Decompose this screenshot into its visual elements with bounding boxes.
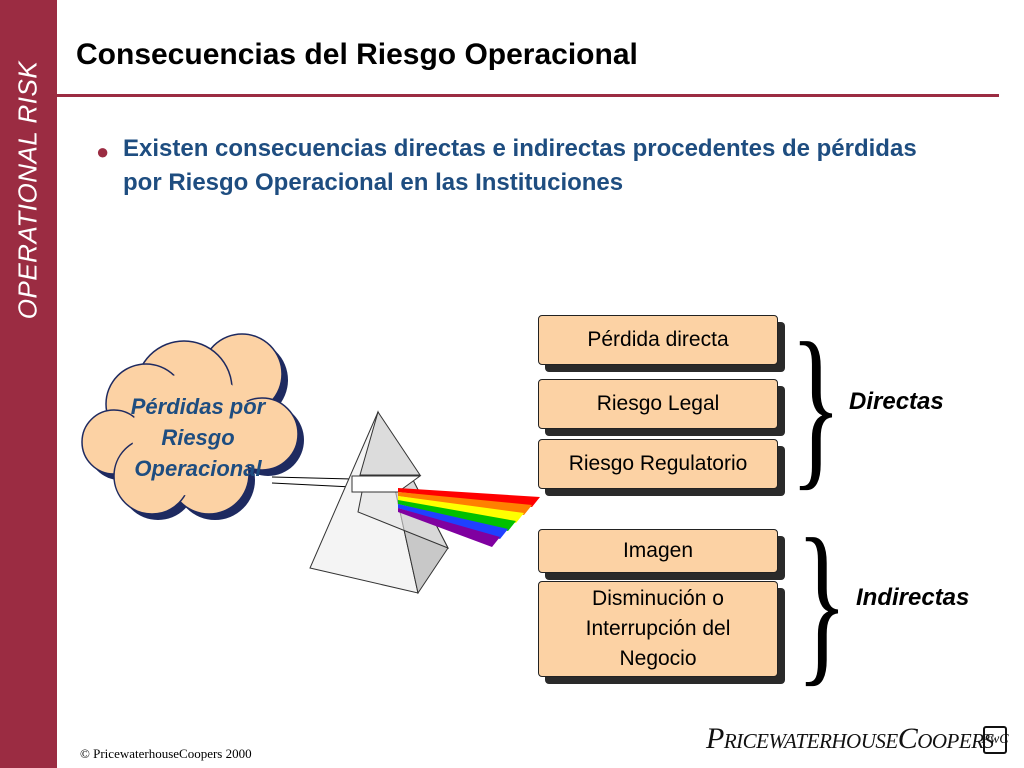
page-title: Consecuencias del Riesgo Operacional: [76, 38, 638, 71]
group-label-directas: Directas: [849, 388, 944, 415]
spectrum-ray: [398, 496, 524, 523]
box-disminucion-interrupcion: Disminución o Interrupción del Negocio: [538, 581, 778, 677]
box-imagen: Imagen: [538, 529, 778, 573]
box-riesgo-regulatorio: Riesgo Regulatorio: [538, 439, 778, 489]
box-perdida-directa: Pérdida directa: [538, 315, 778, 365]
cloud-label-line2: Riesgo: [161, 425, 235, 450]
spectrum-ray: [398, 492, 532, 515]
bullet-icon: ●: [96, 139, 110, 164]
spectrum-ray: [398, 500, 516, 531]
cloud-label: Pérdidas por Riesgo Operacional: [98, 391, 298, 484]
spectrum-ray: [398, 504, 508, 539]
light-beam-lower: [271, 482, 353, 488]
company-seal-icon: PwC: [981, 726, 1009, 754]
cloud-label-line1: Pérdidas por: [130, 394, 266, 419]
spectrum-ray: [398, 508, 500, 547]
company-logo: PricewaterhouseCoopers: [706, 722, 994, 755]
light-beam: [271, 476, 353, 480]
brace-indirectas: }: [796, 502, 848, 701]
brace-directas: }: [790, 306, 842, 505]
bullet-text: Existen consecuencias directas e indirec…: [123, 135, 917, 196]
copyright-text: © PricewaterhouseCoopers 2000: [80, 746, 252, 761]
spectrum-ray: [398, 488, 540, 507]
title-divider: [57, 94, 999, 97]
cloud-core: [132, 372, 256, 496]
spectrum-rays: [398, 488, 540, 547]
cloud-label-line3: Operacional: [134, 456, 262, 481]
sidebar: OPERATIONAL RISK: [0, 0, 57, 768]
box-riesgo-legal: Riesgo Legal: [538, 379, 778, 429]
group-label-indirectas: Indirectas: [856, 584, 970, 611]
